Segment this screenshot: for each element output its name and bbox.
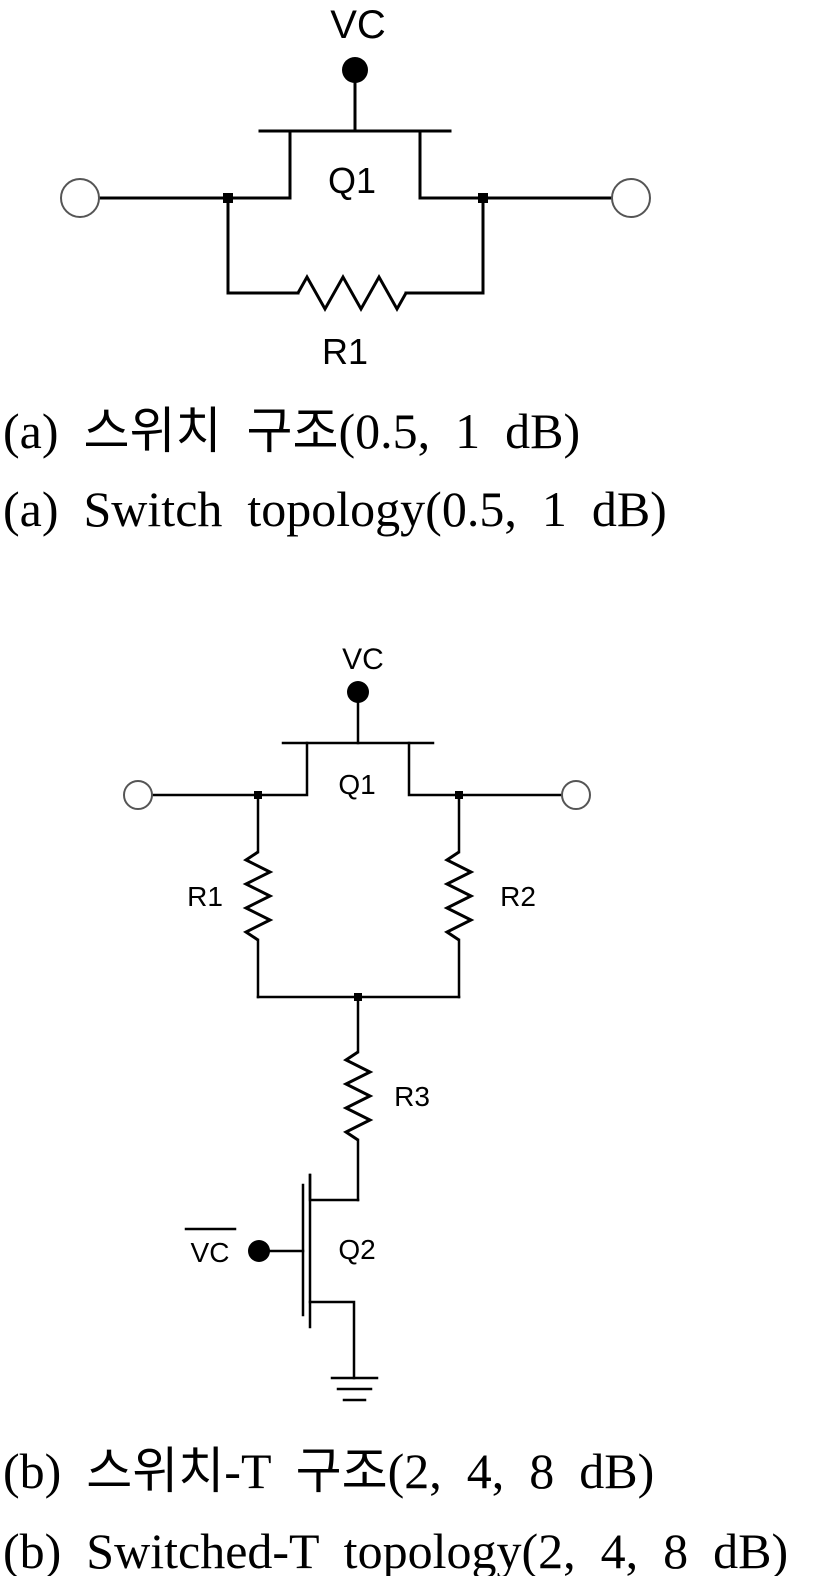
- b-q1-label: Q1: [338, 769, 375, 800]
- a-caption-korean: (a) 스위치 구조(0.5, 1 dB): [3, 403, 580, 459]
- b-q2-source: [308, 1300, 356, 1380]
- a-r1-label: R1: [322, 331, 368, 372]
- b-q2-label: Q2: [338, 1234, 375, 1265]
- b-vcbar-label: VC: [191, 1237, 230, 1268]
- b-r2-label: R2: [500, 881, 536, 912]
- a-q1-source: [418, 129, 485, 200]
- b-ground-symbol: [330, 1376, 379, 1402]
- figure-b: VC Q1 R1 R2 R3: [3, 643, 788, 1576]
- b-q2-drain: [308, 1173, 360, 1202]
- a-vc-terminal: [342, 57, 368, 83]
- b-q1-source: [407, 741, 461, 797]
- figure-a: VC Q1 R1 (a) 스위치 구조(0.5, 1 dB) (a) Switc…: [3, 3, 667, 537]
- b-vc-label: VC: [342, 643, 384, 676]
- a-resistor-r1: [296, 273, 408, 313]
- b-vc-terminal: [347, 681, 369, 703]
- b-resistor-r3: [342, 1050, 374, 1142]
- b-caption-english: (b) Switched-T topology(2, 4, 8 dB): [3, 1523, 788, 1576]
- b-resistor-r2: [443, 850, 475, 942]
- a-caption-english: (a) Switch topology(0.5, 1 dB): [3, 481, 667, 537]
- b-q1-drain: [256, 741, 309, 797]
- a-q1-drain: [226, 129, 292, 200]
- b-output-port: [561, 780, 591, 810]
- a-vc-label: VC: [330, 3, 386, 47]
- a-q1-label: Q1: [328, 160, 376, 201]
- a-input-port: [60, 178, 100, 218]
- b-vcbar-terminal: [248, 1240, 270, 1262]
- b-input-port: [123, 780, 153, 810]
- b-caption-korean: (b) 스위치-T 구조(2, 4, 8 dB): [3, 1443, 654, 1499]
- b-r3-label: R3: [394, 1081, 430, 1112]
- b-resistor-r1: [242, 850, 274, 942]
- b-r1-label: R1: [187, 881, 223, 912]
- a-output-port: [611, 178, 651, 218]
